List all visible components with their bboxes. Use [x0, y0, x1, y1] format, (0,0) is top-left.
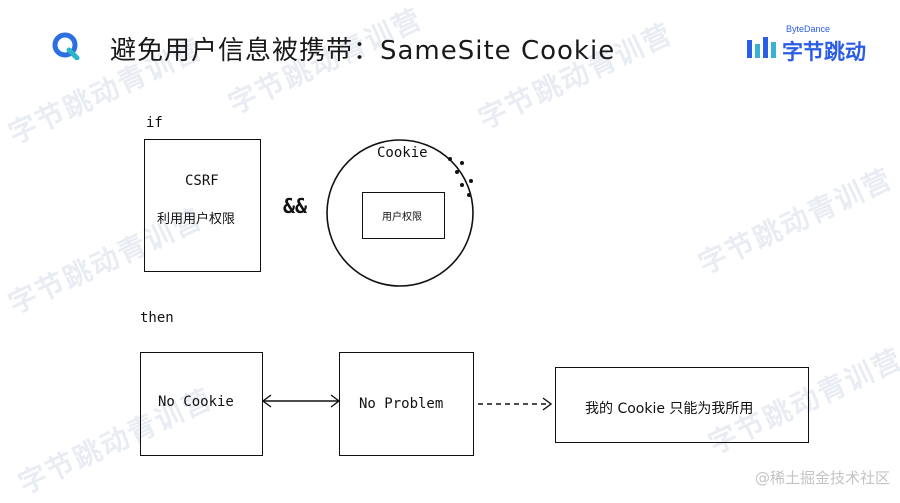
cookie-label: Cookie: [377, 145, 428, 161]
then-label: then: [140, 310, 174, 326]
double-arrow: [261, 394, 341, 408]
csrf-box: [144, 139, 261, 272]
and-operator: &&: [283, 194, 308, 218]
page-title: 避免用户信息被携带：SameSite Cookie: [110, 36, 616, 66]
cookie-dots-icon: [448, 157, 473, 197]
logo-icon: [52, 32, 80, 60]
user-permission-label: 用户权限: [382, 212, 422, 223]
user-permission-box: [362, 192, 445, 239]
footer-credit: @稀土掘金技术社区: [754, 469, 890, 487]
result-box: [555, 367, 809, 443]
no-problem-box: [339, 352, 474, 456]
dashed-arrow: [478, 397, 553, 411]
no-cookie-label: No Cookie: [158, 394, 234, 410]
no-problem-label: No Problem: [359, 396, 444, 412]
result-label: 我的 Cookie 只能为我所用: [585, 401, 754, 417]
brand-logo: ByteDance 字节跳动: [746, 24, 876, 66]
no-cookie-box: [140, 352, 263, 456]
if-label: if: [146, 115, 163, 131]
csrf-label: CSRF: [185, 173, 219, 189]
brand-small-text: ByteDance: [786, 24, 831, 34]
brand-name: 字节跳动: [782, 40, 866, 64]
csrf-description: 利用用户权限: [157, 212, 236, 227]
bytedance-bars-icon: [747, 37, 776, 58]
cookie-circle: [326, 139, 474, 287]
